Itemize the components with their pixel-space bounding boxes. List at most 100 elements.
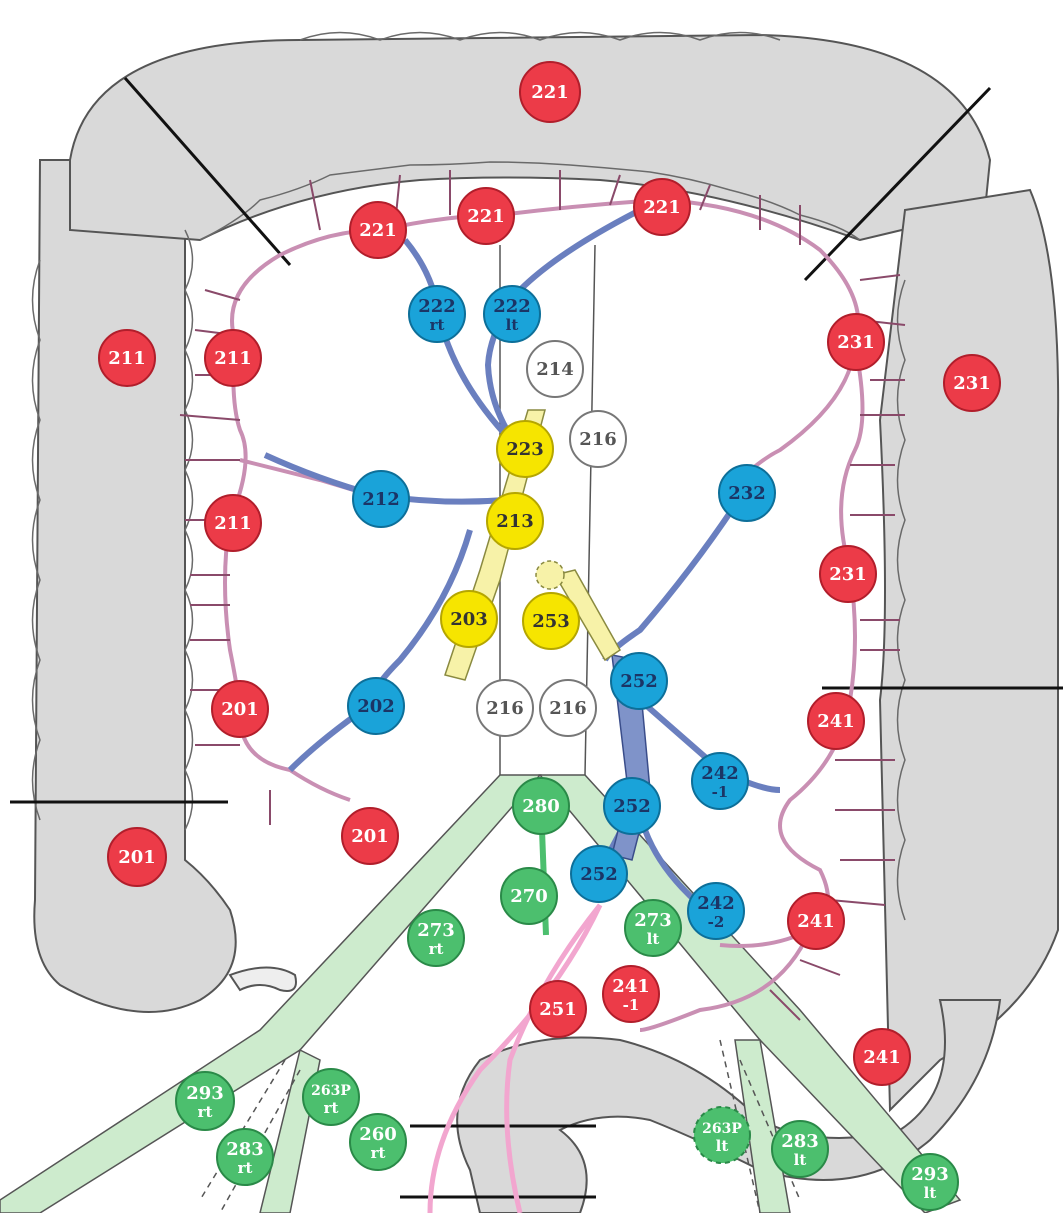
lymph-node-201-out: 201 [107, 827, 167, 887]
node-circle [486, 492, 544, 550]
appendix [228, 966, 297, 992]
node-label-main: 201 [118, 847, 156, 868]
node-label-sub: rt [324, 1099, 339, 1117]
lymph-node-216-c: 216 [539, 679, 597, 737]
lymph-node-241-out: 241 [853, 1028, 911, 1086]
node-label-main: 293 [911, 1164, 949, 1185]
lymph-node-213: 213 [486, 492, 544, 550]
node-circle [211, 680, 269, 738]
node-circle [602, 965, 660, 1023]
node-label-main: 252 [620, 671, 658, 692]
node-label-main: 201 [221, 699, 259, 720]
node-label-sub: rt [371, 1144, 386, 1162]
aorta-right-branch [0, 774, 542, 1213]
node-label-sub: lt [506, 316, 519, 334]
node-label-main: 221 [467, 206, 505, 227]
lymph-node-221-b: 221 [457, 187, 515, 245]
node-circle [807, 692, 865, 750]
node-label-main: 273 [634, 910, 672, 931]
lymph-node-270: 270 [500, 867, 558, 925]
node-label-main: 273 [417, 920, 455, 941]
node-label-sub: lt [924, 1184, 937, 1202]
node-label-main: 222 [418, 296, 456, 317]
iliac-left [734, 1039, 791, 1213]
lymph-node-203: 203 [440, 590, 498, 648]
haustra-lines [31, 31, 906, 921]
node-circle [569, 410, 627, 468]
lymph-node-241-1: 241-1 [602, 965, 660, 1023]
node-label-main: 231 [837, 332, 875, 353]
node-label-main: 216 [579, 429, 617, 450]
node-label-main: 223 [506, 439, 544, 460]
node-circle [526, 340, 584, 398]
lymph-node-212: 212 [352, 470, 410, 528]
cut-line-hepatic-flexure [123, 77, 292, 266]
node-label-main: 241 [612, 976, 650, 997]
node-circle [347, 677, 405, 735]
node-label-main: 252 [613, 796, 651, 817]
lymph-node-216-b: 216 [476, 679, 534, 737]
node-label-sub: -2 [708, 913, 725, 931]
lymph-node-280: 280 [512, 777, 570, 835]
node-label-main: 242 [697, 893, 735, 914]
node-circle [107, 827, 167, 887]
node-label-main: 293 [186, 1083, 224, 1104]
node-circle [693, 1106, 751, 1164]
node-circle [539, 679, 597, 737]
node-label-main: 222 [493, 296, 531, 317]
lymph-node-231-out: 231 [943, 354, 1001, 412]
lymph-node-201-a: 201 [211, 680, 269, 738]
node-label-main: 213 [496, 511, 534, 532]
lymph-node-201-b: 201 [341, 807, 399, 865]
lymph-node-251: 251 [529, 980, 587, 1038]
node-label-main: 232 [728, 483, 766, 504]
node-circle [771, 1120, 829, 1178]
node-label-main: 283 [226, 1139, 264, 1160]
node-label-main: 201 [351, 826, 389, 847]
node-label-main: 241 [863, 1047, 901, 1068]
lymph-node-214: 214 [526, 340, 584, 398]
lymph-node-202: 202 [347, 677, 405, 735]
node-label-sub: rt [429, 940, 444, 958]
lymph-node-253: 253 [522, 592, 580, 650]
node-circle [204, 494, 262, 552]
lymph-node-232: 232 [718, 464, 776, 522]
lymph-node-211-out: 211 [98, 329, 156, 387]
node-label-sub: lt [794, 1151, 807, 1169]
node-circle [496, 420, 554, 478]
node-label-sub: rt [238, 1159, 253, 1177]
node-circle [570, 845, 628, 903]
lymph-node-221-c: 221 [633, 178, 691, 236]
node-label-main: 221 [531, 82, 569, 103]
node-label-main: 231 [953, 373, 991, 394]
node-label-main: 211 [108, 348, 146, 369]
node-label-main: 202 [357, 696, 395, 717]
node-label-sub: rt [430, 316, 445, 334]
node-label-main: 216 [486, 698, 524, 719]
node-circle [349, 1113, 407, 1171]
node-circle [476, 679, 534, 737]
node-label-main: 241 [797, 911, 835, 932]
sigmoid-vessels [427, 903, 603, 1213]
node-circle [352, 470, 410, 528]
node-circle [341, 807, 399, 865]
node-circle [603, 777, 661, 835]
iliac-right [259, 1048, 321, 1213]
lymph-node-221-top: 221 [519, 61, 581, 123]
cut-lines [10, 77, 1063, 1199]
node-label-main: 211 [214, 348, 252, 369]
node-circle [522, 592, 580, 650]
lymph-node-242-2: 242-2 [687, 882, 745, 940]
colon [31, 31, 1060, 1213]
ascending-colon [33, 159, 237, 1013]
lymph-node-241-b: 241 [787, 892, 845, 950]
node-label-main: 214 [536, 359, 574, 380]
